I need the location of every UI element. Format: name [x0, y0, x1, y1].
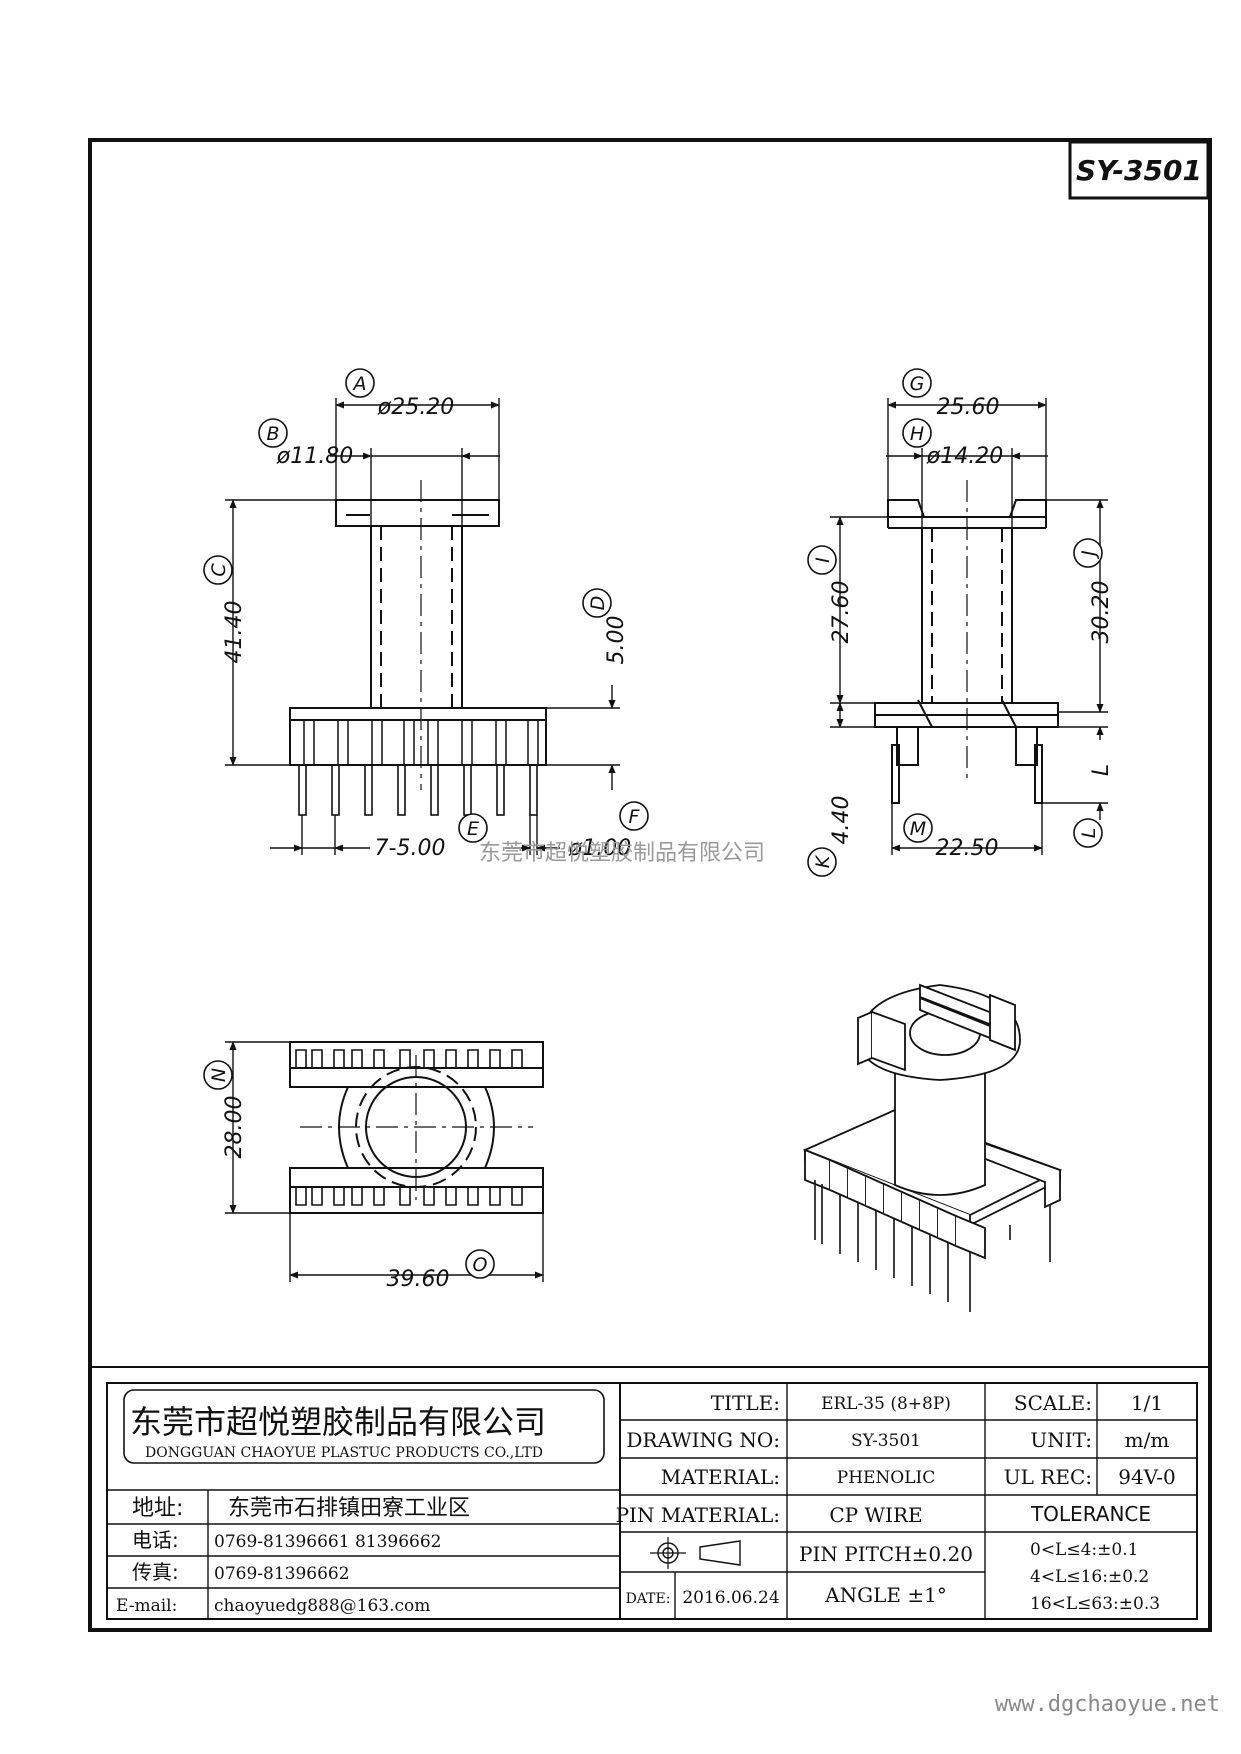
- marker-j: J: [1073, 538, 1103, 568]
- dim-a-value: ø25.20: [377, 395, 454, 420]
- svg-text:D: D: [587, 596, 609, 611]
- scale-label: SCALE:: [1014, 1391, 1092, 1415]
- dim-g-value: 25.60: [937, 395, 1000, 420]
- email-label: E-mail:: [116, 1596, 177, 1616]
- dim-n-value: 28.00: [222, 1096, 247, 1159]
- svg-text:J: J: [1078, 550, 1100, 560]
- dim-m-value: 22.50: [936, 836, 999, 861]
- front-view: [289, 480, 547, 816]
- dim-e-value: 7-5.00: [375, 836, 446, 861]
- marker-n: N: [203, 1060, 233, 1090]
- marker-g: G: [902, 368, 932, 398]
- svg-text:C: C: [208, 563, 230, 577]
- drawing-no-value: SY-3501: [851, 1431, 921, 1451]
- bottom-view: [289, 1041, 544, 1214]
- date-value: 2016.06.24: [682, 1588, 779, 1608]
- marker-b: B: [258, 418, 288, 448]
- marker-h: H: [902, 418, 932, 448]
- ul-label: UL REC:: [1004, 1465, 1092, 1489]
- watermark-text: 东莞市超悦塑胶制品有限公司: [479, 841, 765, 866]
- material-label: MATERIAL:: [661, 1465, 780, 1489]
- svg-text:I: I: [812, 557, 834, 563]
- side-view-dimensions: [830, 398, 1108, 855]
- tolerance-row-1: 0<L≤4:±0.1: [1030, 1540, 1138, 1560]
- marker-i: I: [807, 545, 837, 575]
- marker-k: K: [807, 847, 837, 877]
- svg-text:B: B: [266, 423, 279, 445]
- bottom-view-dimensions: [225, 1041, 544, 1282]
- material-value: PHENOLIC: [837, 1468, 936, 1488]
- svg-text:H: H: [910, 423, 924, 445]
- svg-text:E: E: [467, 818, 479, 840]
- phone-value: 0769-81396661 81396662: [214, 1532, 441, 1552]
- svg-text:L: L: [1078, 828, 1100, 839]
- pin-pitch: PIN PITCH±0.20: [799, 1542, 973, 1566]
- pin-material-label: PIN MATERIAL:: [616, 1503, 780, 1527]
- part-number: SY-3501: [1076, 154, 1202, 187]
- dim-i-value: 27.60: [829, 581, 854, 644]
- fax-value: 0769-81396662: [214, 1564, 350, 1584]
- svg-text:F: F: [629, 806, 641, 828]
- dim-d-value: 5.00: [604, 616, 629, 665]
- marker-e: E: [458, 813, 488, 843]
- marker-c: C: [203, 555, 233, 585]
- marker-a: A: [345, 368, 375, 398]
- svg-text:N: N: [208, 1068, 230, 1082]
- svg-text:G: G: [910, 373, 925, 395]
- svg-text:O: O: [473, 1254, 488, 1276]
- dim-o-value: 39.60: [387, 1267, 450, 1292]
- dim-h-value: ø14.20: [926, 444, 1003, 469]
- unit-label: UNIT:: [1030, 1428, 1092, 1452]
- marker-d: D: [582, 588, 612, 618]
- title-block: [90, 1366, 1210, 1620]
- svg-text:A: A: [352, 373, 367, 395]
- address-value: 东莞市石排镇田寮工业区: [228, 1496, 470, 1521]
- dim-l-value: L: [1089, 764, 1114, 776]
- company-name-cn: 东莞市超悦塑胶制品有限公司: [130, 1403, 546, 1441]
- tolerance-label: TOLERANCE: [1030, 1502, 1151, 1526]
- marker-o: O: [465, 1249, 495, 1279]
- marker-l: L: [1073, 818, 1103, 848]
- marker-m: M: [903, 813, 933, 843]
- tolerance-row-2: 4<L≤16:±0.2: [1030, 1567, 1149, 1587]
- title-label: TITLE:: [711, 1391, 780, 1415]
- address-label: 地址:: [132, 1496, 183, 1521]
- website-url: www.dgchaoyue.net: [995, 1692, 1220, 1717]
- part-number-box: [1068, 140, 1210, 200]
- front-view-dimensions: [225, 398, 620, 855]
- tolerance-row-3: 16<L≤63:±0.3: [1030, 1594, 1160, 1614]
- svg-text:K: K: [812, 854, 834, 868]
- angle-tolerance: ANGLE ±1°: [824, 1583, 947, 1607]
- scale-value: 1/1: [1131, 1391, 1163, 1415]
- pin-material-value: CP WIRE: [829, 1503, 922, 1527]
- dim-c-value: 41.40: [222, 601, 247, 664]
- side-view: [874, 480, 1059, 804]
- phone-label: 电话:: [132, 1528, 179, 1552]
- svg-text:M: M: [910, 818, 926, 840]
- title-value: ERL-35 (8+8P): [821, 1394, 951, 1414]
- dim-k-value: 4.40: [829, 796, 854, 845]
- marker-f: F: [619, 801, 649, 831]
- ul-value: 94V-0: [1118, 1465, 1176, 1489]
- fax-label: 传真:: [132, 1560, 179, 1584]
- email-value: chaoyuedg888@163.com: [214, 1596, 430, 1616]
- unit-value: m/m: [1125, 1428, 1170, 1452]
- frame-border: [88, 138, 1212, 1632]
- dim-f-value: ø1.00: [568, 836, 631, 861]
- drawing-no-label: DRAWING NO:: [626, 1428, 780, 1452]
- company-name-en: DONGGUAN CHAOYUE PLASTUC PRODUCTS CO.,LT…: [145, 1445, 543, 1461]
- isometric-view: [802, 983, 1063, 1312]
- dim-j-value: 30.20: [1089, 581, 1114, 644]
- dim-b-value: ø11.80: [276, 444, 353, 469]
- date-label: DATE:: [626, 1591, 671, 1607]
